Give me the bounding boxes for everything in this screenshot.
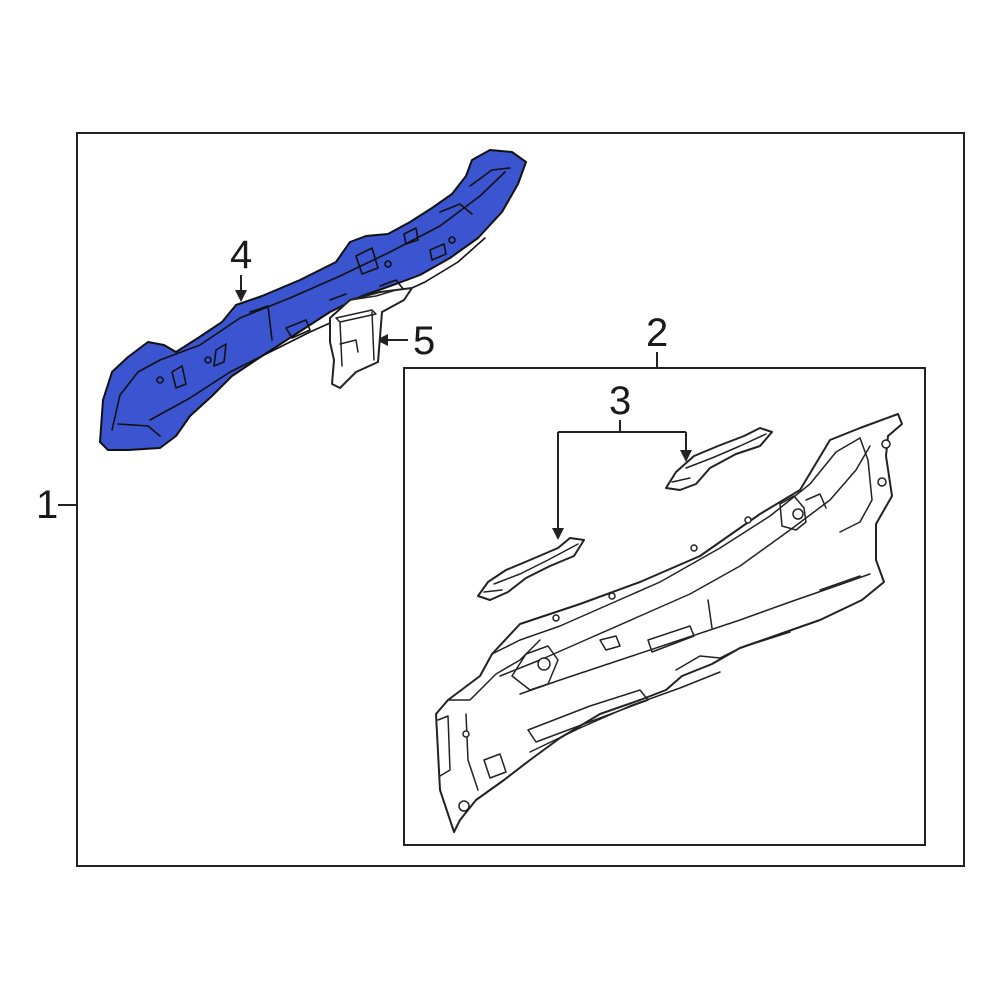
callout-4-leader: [235, 275, 247, 302]
bracket-part-3-lower: [477, 537, 585, 601]
callout-2: 2: [646, 311, 668, 355]
callout-1: 1: [36, 483, 58, 527]
callout-5-leader: [376, 334, 408, 346]
callout-3: 3: [609, 379, 631, 423]
panel-part-2: [435, 413, 903, 833]
rail-part-4: [99, 149, 527, 451]
callout-3-leader: [552, 420, 692, 540]
bracket-part-5: [329, 287, 413, 389]
callout-5: 5: [413, 319, 435, 363]
outer-assembly-frame: [76, 132, 965, 867]
inner-panel-frame: [403, 367, 926, 846]
bracket-part-3-upper: [665, 427, 773, 491]
callout-4: 4: [230, 233, 252, 277]
